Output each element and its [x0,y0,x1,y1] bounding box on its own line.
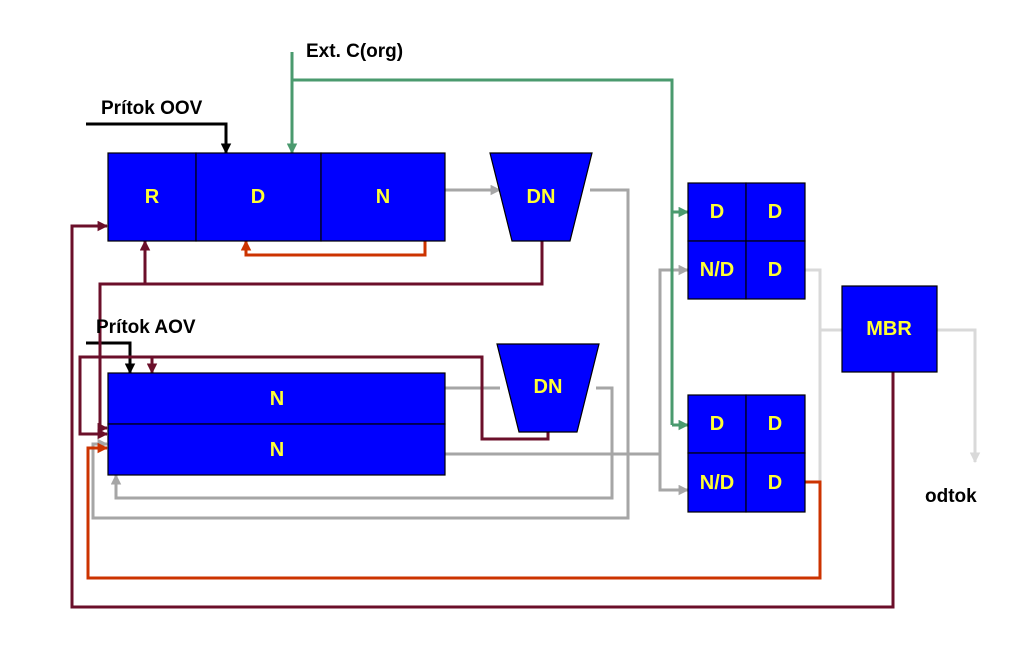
line2-n-top-zone [107,372,446,425]
settler1-sludge-return-line [139,239,544,286]
settler2-body [496,343,600,433]
unit-b-top-left [687,394,747,454]
unit-a-top-left-label: D [710,201,724,223]
line1-reactor: R D N [107,152,446,242]
settler1-to-line2-return-line [91,188,630,520]
line2-n-bottom-label: N [270,439,284,461]
line1-r-label: R [145,186,160,208]
outflow-label: odtok [925,486,977,507]
inflow-aov-label: Prítok AOV [96,317,196,338]
unit-b-bottom-left-label: N/D [700,472,734,494]
settler2-return-line [110,386,614,500]
unit-a-bottom-right [745,240,806,300]
line2-n-top-label: N [270,388,284,410]
unit-a-bottom-left-label: N/D [700,259,734,281]
unit-a-to-mbr-line [805,268,842,332]
settler2: DN [496,343,600,433]
inflow-oov-line [86,122,232,155]
unit-a: D D N/D D [687,182,806,300]
unit-a-bottom-right-label: D [768,259,782,281]
ext-carbon-label: Ext. C(org) [306,41,403,62]
feed-unit-a-line [658,264,690,454]
unit-b-bottom-right [745,452,806,513]
settler1: DN [489,152,593,242]
line2-n-bottom-zone [107,423,446,476]
unit-b-top-right [745,394,806,454]
mbr-unit: MBR [841,285,938,373]
inflow-oov-label: Prítok OOV [101,98,203,119]
settler1-label: DN [527,186,556,208]
settler2-sludge-return-line [146,355,550,441]
mbr-body [841,285,938,373]
unit-b: D D N/D D [687,394,806,513]
line1-n-label: N [376,186,390,208]
mbr-label: MBR [866,318,912,340]
unit-b-top-right-label: D [768,413,782,435]
unit-a-top-left [687,182,747,242]
line1-internal-recycle-line [240,239,427,257]
settler2-sludge-to-line2-line [78,355,482,440]
outflow-line [937,328,981,464]
line1-r-zone [107,152,197,242]
feed-unit-b-line [658,454,690,496]
settler2-label: DN [534,376,563,398]
line1-d-label: D [251,186,265,208]
settler1-body [489,152,593,242]
mbr-sludge-return-line [70,220,895,609]
line2-reactor: N N [107,372,446,476]
unit-b-top-left-label: D [710,413,724,435]
unit-b-bottom-right-label: D [768,472,782,494]
unit-a-top-right [745,182,806,242]
unit-b-to-mbr-line [805,330,822,484]
line1-d-zone [195,152,322,242]
unit-b-recycle-line [86,442,822,580]
ext-carbon-header-line [292,78,674,425]
unit-a-bottom-left [687,240,747,300]
unit-a-top-right-label: D [768,201,782,223]
line1-n-zone [320,152,446,242]
